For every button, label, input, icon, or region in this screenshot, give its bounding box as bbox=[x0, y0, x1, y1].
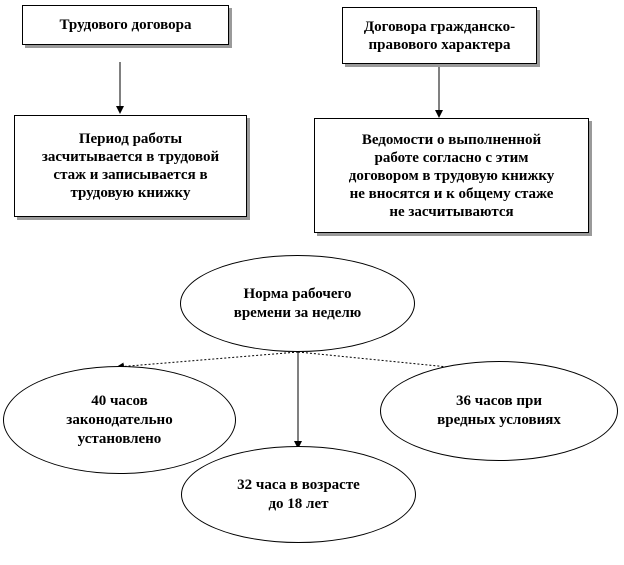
right-ellipse: 36 часов при вредных условиях bbox=[380, 361, 618, 461]
right-ellipse-text: 36 часов при вредных условиях bbox=[437, 393, 561, 428]
left-ellipse: 40 часов законодательно установлено bbox=[3, 366, 236, 474]
left-ellipse-text: 40 часов законодательно установлено bbox=[66, 392, 173, 447]
right-result-box: Ведомости о выполненной работе согласно … bbox=[314, 118, 589, 233]
left-result-box-text: Период работы засчитывается в трудовой с… bbox=[41, 131, 220, 201]
top-right-box-text: Договора гражданско- правового характера bbox=[363, 18, 516, 53]
top-right-box: Договора гражданско- правового характера bbox=[342, 7, 537, 64]
right-result-box-text: Ведомости о выполненной работе согласно … bbox=[348, 131, 555, 220]
norm-ellipse-text: Норма рабочего времени за неделю bbox=[233, 285, 362, 321]
bottom-ellipse: 32 часа в возрасте до 18 лет bbox=[181, 446, 416, 543]
arrow-norm-to-right-ellipse bbox=[297, 351, 499, 376]
norm-ellipse: Норма рабочего времени за неделю bbox=[180, 255, 415, 352]
left-result-box: Период работы засчитывается в трудовой с… bbox=[14, 115, 247, 217]
top-left-box-text: Трудового договора bbox=[59, 17, 192, 33]
arrow-norm-to-left-ellipse bbox=[116, 351, 299, 371]
top-left-box: Трудового договора bbox=[22, 5, 229, 45]
bottom-ellipse-text: 32 часа в возрасте до 18 лет bbox=[237, 476, 360, 512]
